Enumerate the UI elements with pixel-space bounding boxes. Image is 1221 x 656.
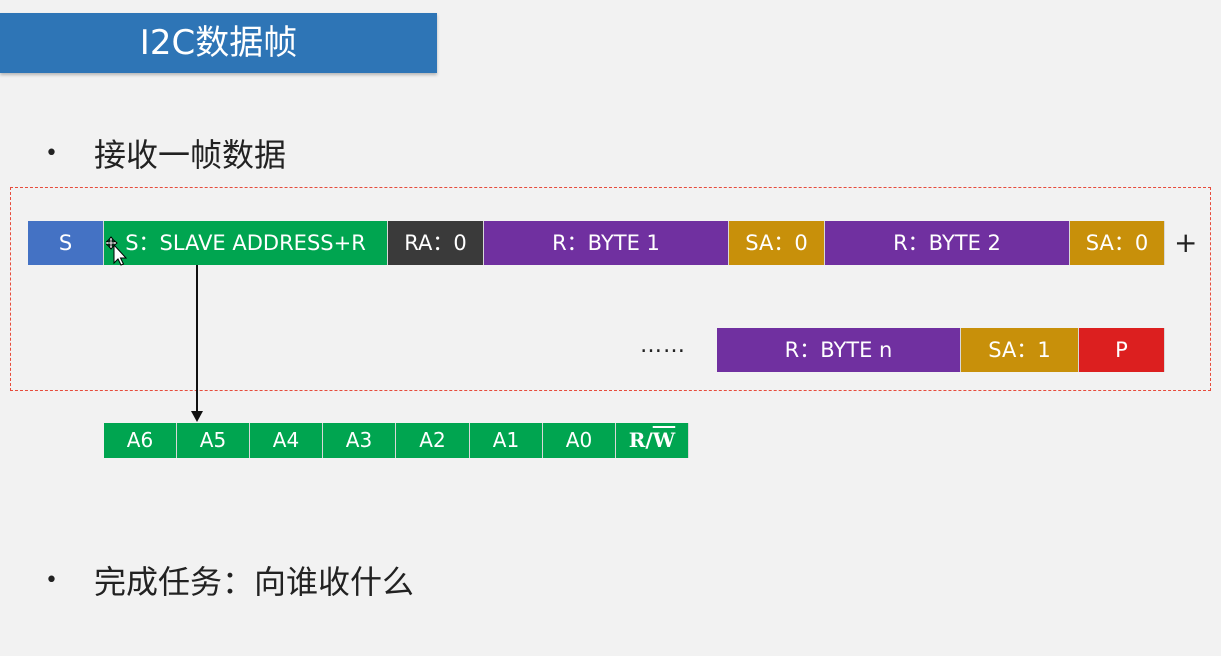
slide-title: I2C数据帧 — [0, 13, 437, 73]
frame-dashed-border — [10, 187, 1211, 391]
frame-byte-n-segment: R：BYTE n — [717, 328, 961, 372]
address-bit-a1: A1 — [470, 423, 543, 458]
frame-ack2-segment: SA：0 — [1070, 221, 1165, 265]
rw-bit-read: R/ — [628, 428, 653, 452]
rw-bit: R/W — [616, 423, 689, 458]
bullet-dot: • — [45, 567, 58, 593]
address-arrow-head — [191, 411, 203, 422]
bullet-text: 接收一帧数据 — [94, 136, 287, 174]
frame-byte1-segment: R：BYTE 1 — [484, 221, 729, 265]
bullet-complete-task: • 完成任务：向谁收什么 — [45, 557, 414, 603]
address-bit-a6: A6 — [104, 423, 177, 458]
frame-ellipsis: …… — [640, 333, 686, 358]
address-bit-a0: A0 — [543, 423, 616, 458]
frame-ack-segment: RA：0 — [388, 221, 484, 265]
address-bit-a2: A2 — [396, 423, 470, 458]
frame-address-segment: S：SLAVE ADDRESS+R — [104, 221, 388, 265]
address-arrow-line — [196, 265, 198, 413]
address-bit-a4: A4 — [250, 423, 323, 458]
frame-continue-plus: + — [1174, 226, 1198, 259]
frame-byte2-segment: R：BYTE 2 — [825, 221, 1070, 265]
frame-nack-segment: SA：1 — [961, 328, 1079, 372]
frame-ack1-segment: SA：0 — [729, 221, 825, 265]
bullet-receive-frame: • 接收一帧数据 — [45, 130, 286, 176]
mouse-pointer-icon — [106, 236, 128, 266]
address-bit-a5: A5 — [177, 423, 250, 458]
address-bit-a3: A3 — [323, 423, 396, 458]
frame-stop-segment: P — [1079, 328, 1165, 372]
bullet-dot: • — [45, 140, 58, 166]
rw-bit-write-bar: W — [652, 428, 676, 452]
frame-start-segment: S — [28, 221, 104, 265]
bullet-text: 完成任务：向谁收什么 — [94, 563, 415, 601]
